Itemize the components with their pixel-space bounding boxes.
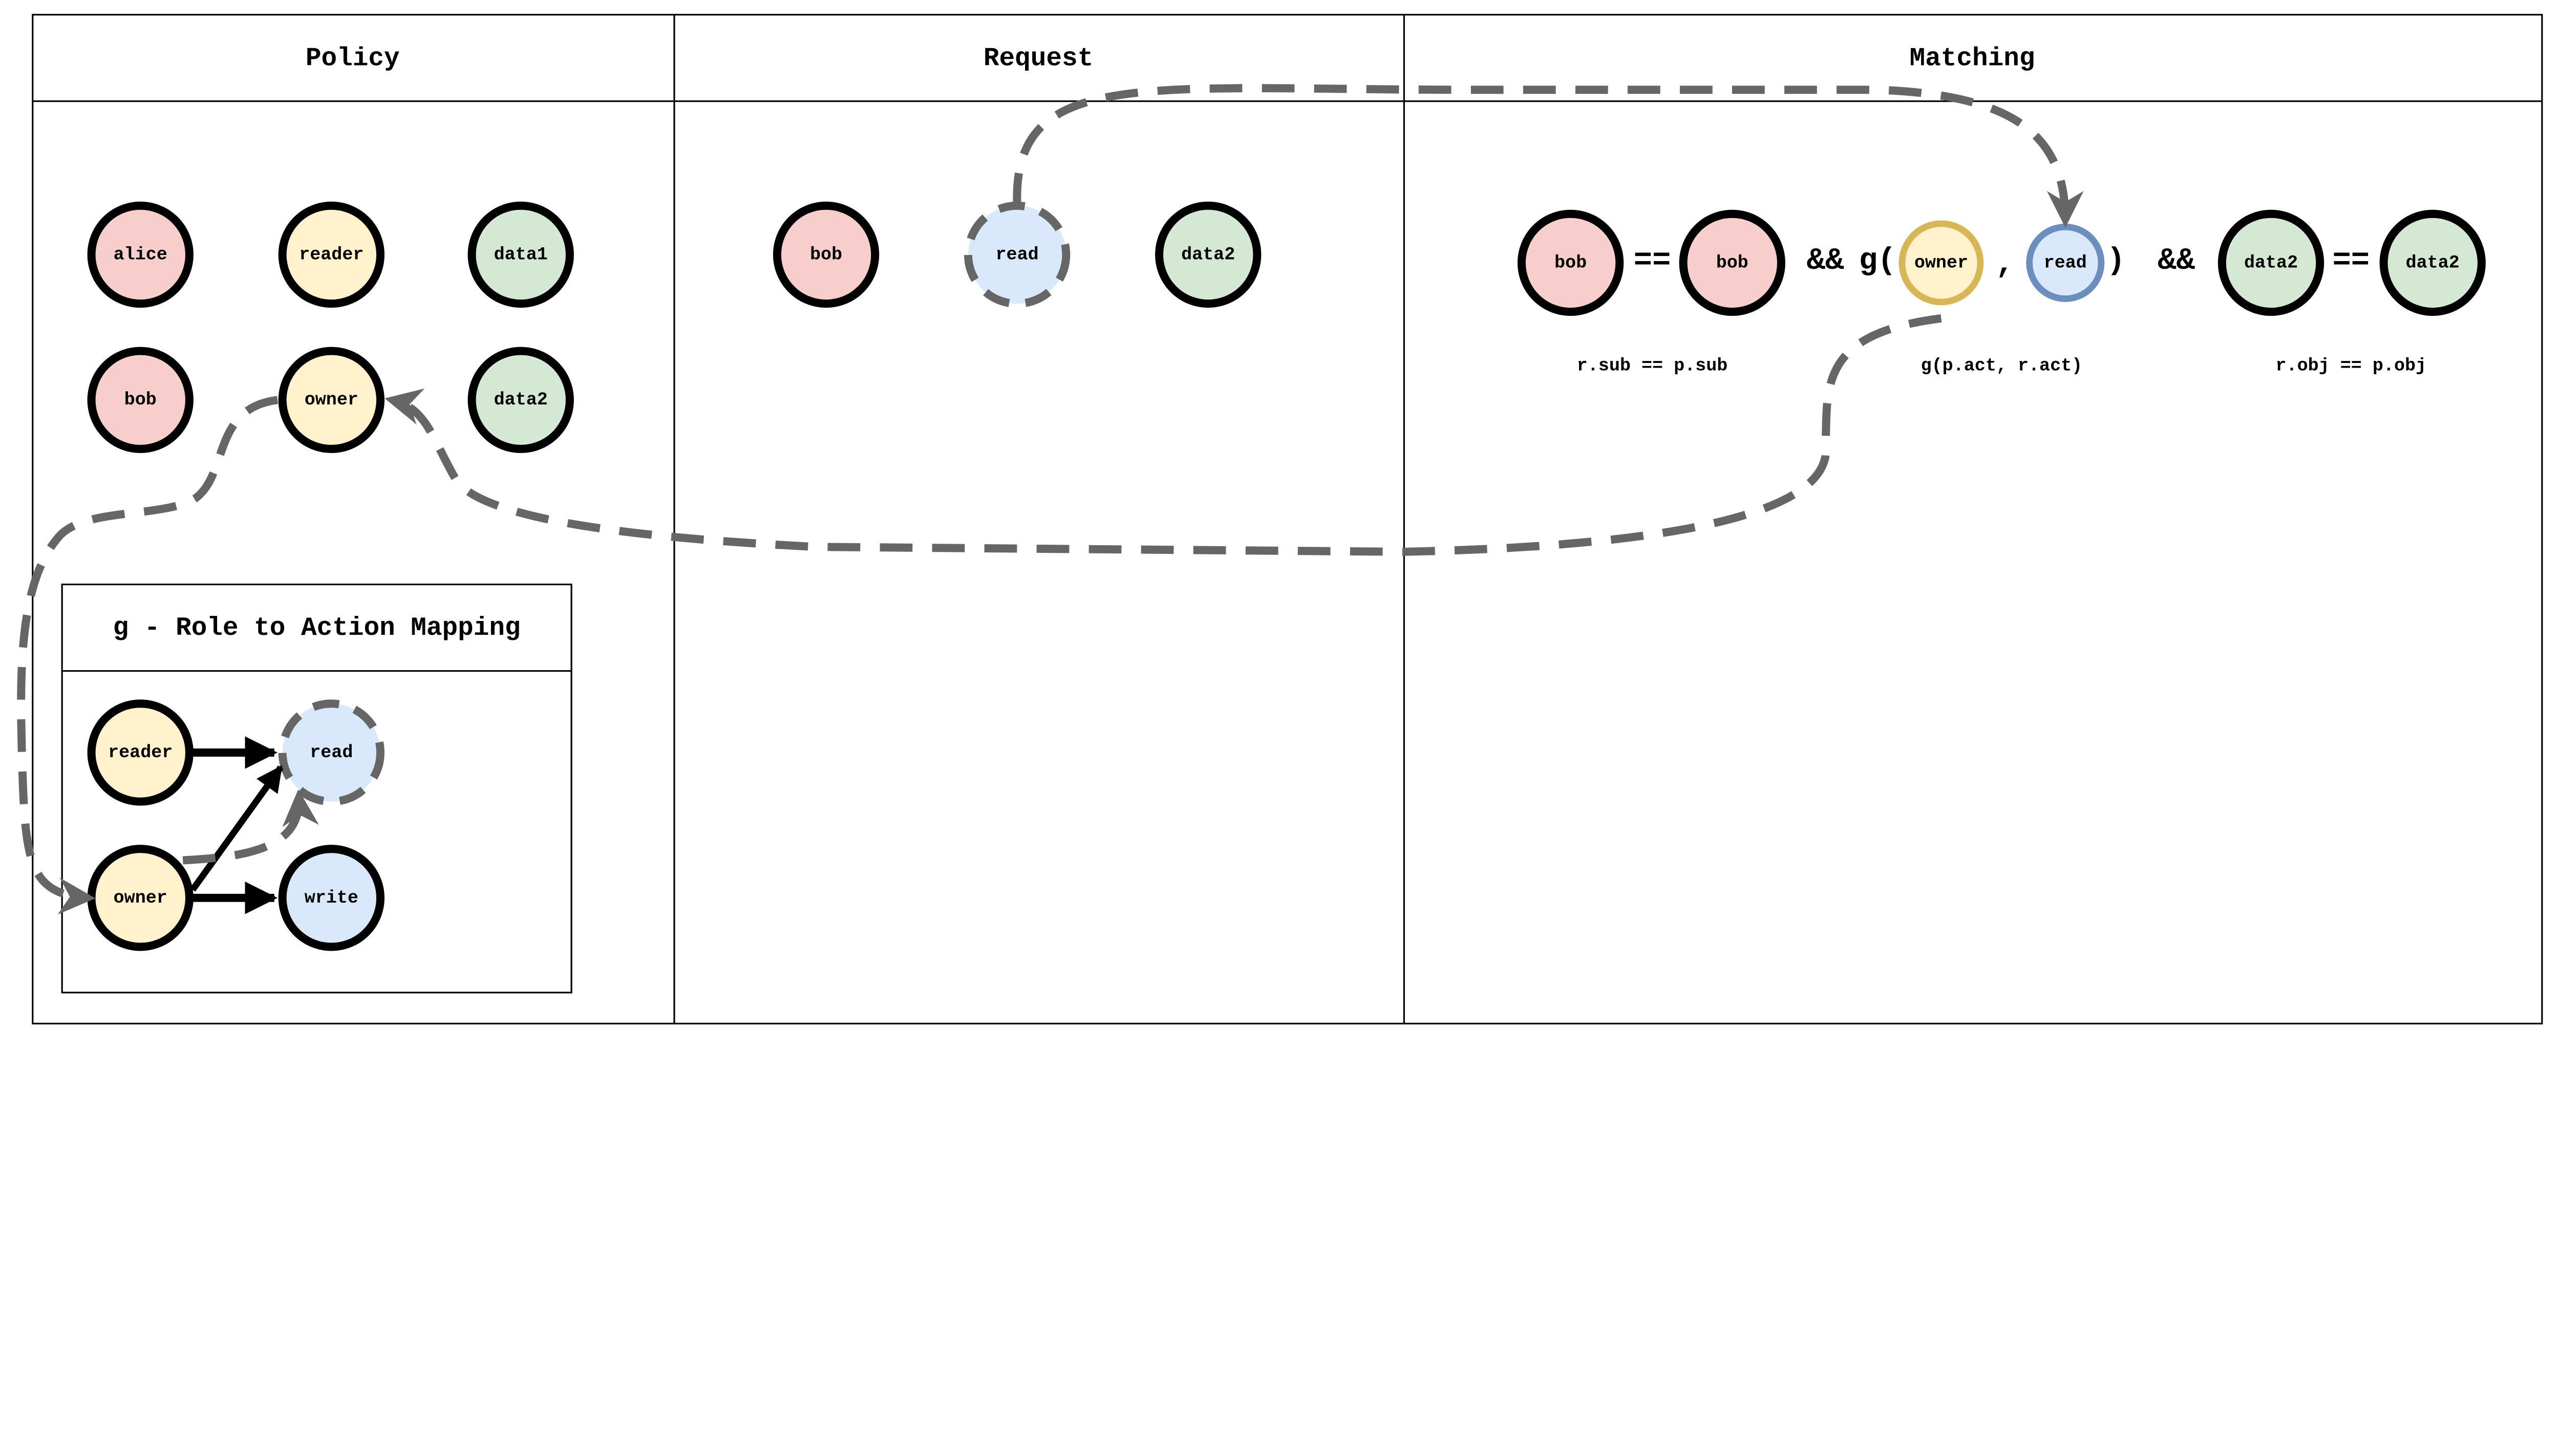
policy-node-circle bbox=[467, 347, 574, 453]
policy-node-label: alice bbox=[114, 244, 167, 265]
matching-object-circle bbox=[2379, 209, 2486, 316]
caption-object-match: r.obj == p.obj bbox=[2276, 355, 2427, 376]
operator-equals: == bbox=[1634, 244, 1671, 279]
policy-node-label: data1 bbox=[494, 244, 548, 265]
operator-equals: == bbox=[2332, 244, 2370, 279]
policy-node-label: data2 bbox=[494, 390, 548, 410]
flow-request-read-to-matching bbox=[1013, 84, 2084, 228]
matching-object-label: data2 bbox=[2244, 252, 2298, 273]
mapping-node-label: reader bbox=[108, 742, 173, 763]
operator-and: && bbox=[1807, 244, 1844, 279]
policy-node-label: owner bbox=[305, 390, 358, 410]
matching-action-label: read bbox=[2044, 252, 2087, 273]
mapping-node-label: write bbox=[305, 888, 358, 908]
mapping-node-label: owner bbox=[114, 888, 167, 908]
mapping-title: g - Role to Action Mapping bbox=[113, 614, 521, 643]
mapping-box bbox=[61, 583, 572, 994]
mapping-node-circle bbox=[87, 699, 194, 806]
comma: , bbox=[1996, 247, 2014, 282]
function-g-close: ) bbox=[2106, 244, 2125, 279]
request-node-label: data2 bbox=[1181, 244, 1235, 265]
rbac-matching-diagram: Policy Request Matching g - Role to Acti… bbox=[17, 14, 2543, 1024]
policy-node-circle bbox=[87, 347, 194, 453]
policy-node-circle bbox=[467, 201, 574, 308]
diagram-frame bbox=[32, 14, 2543, 1024]
mapping-node-label: read bbox=[310, 742, 353, 763]
request-node-circle bbox=[773, 201, 880, 308]
matching-subject-label: bob bbox=[1554, 252, 1587, 273]
caption-subject-match: r.sub == p.sub bbox=[1577, 355, 1728, 376]
matching-role-circle bbox=[1898, 220, 1984, 306]
mapping-node-circle bbox=[278, 699, 385, 806]
matching-object-label: data2 bbox=[2406, 252, 2460, 273]
policy-node-label: bob bbox=[124, 390, 157, 410]
flow-policy-owner-to-mapping bbox=[17, 396, 279, 915]
policy-node-circle bbox=[278, 201, 385, 308]
request-node-label: read bbox=[996, 244, 1039, 265]
policy-node-label: reader bbox=[299, 244, 364, 265]
policy-node-circle bbox=[278, 347, 385, 453]
edge-owner-read bbox=[190, 765, 284, 892]
function-g-open: g( bbox=[1859, 244, 1896, 279]
matching-subject-circle bbox=[1679, 209, 1785, 316]
operator-and: && bbox=[2158, 244, 2195, 279]
column-header-request: Request bbox=[984, 44, 1093, 73]
column-header-policy: Policy bbox=[306, 44, 400, 73]
matching-subject-label: bob bbox=[1716, 252, 1748, 273]
policy-node-circle bbox=[87, 201, 194, 308]
matching-subject-circle bbox=[1517, 209, 1624, 316]
caption-role-match: g(p.act, r.act) bbox=[1921, 355, 2083, 376]
matching-role-label: owner bbox=[1914, 252, 1968, 273]
mapping-node-circle bbox=[278, 845, 385, 951]
matching-object-circle bbox=[2217, 209, 2324, 316]
column-header-matching: Matching bbox=[1910, 44, 2035, 73]
dashed-edge-owner-read bbox=[182, 789, 319, 865]
request-node-circle bbox=[1155, 201, 1262, 308]
flow-matching-owner-to-policy bbox=[385, 314, 1942, 556]
request-node-label: bob bbox=[810, 244, 842, 265]
